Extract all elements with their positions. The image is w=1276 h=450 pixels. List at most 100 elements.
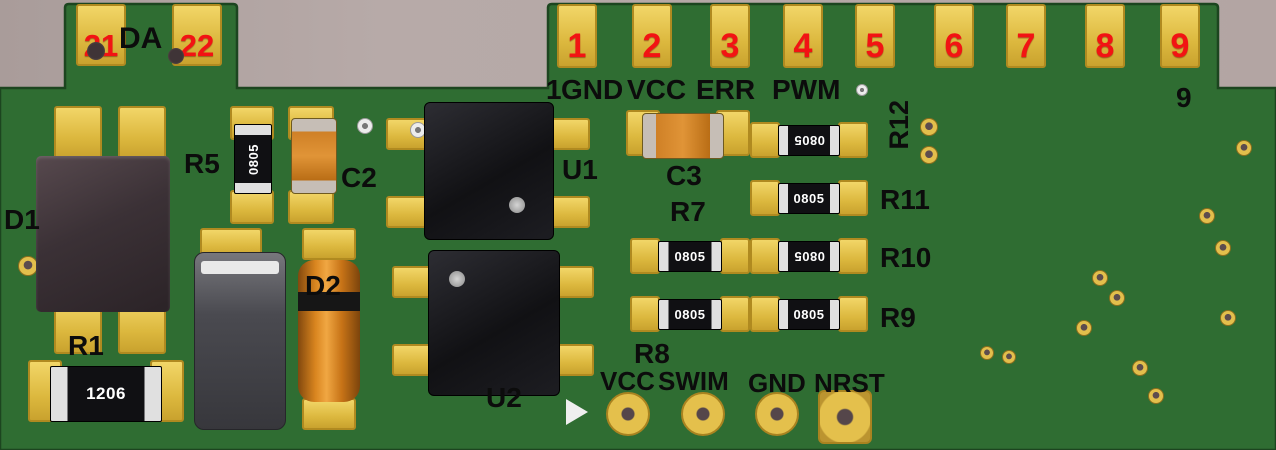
pad-number-4: 4 bbox=[793, 27, 813, 65]
via bbox=[980, 346, 994, 360]
smd-pad bbox=[230, 190, 274, 224]
pad-number-5: 5 bbox=[865, 27, 885, 65]
component-r11-body: 0805 bbox=[778, 183, 840, 214]
edge-pad-2: 2 bbox=[632, 4, 672, 68]
through-hole-pad-nrst bbox=[818, 390, 872, 444]
smd-pad bbox=[720, 296, 750, 332]
component-r1-body: 1206 bbox=[50, 366, 162, 422]
edge-pad-9: 9 bbox=[1160, 4, 1200, 68]
ref-r10: R10 bbox=[880, 242, 932, 273]
ref-r5: R5 bbox=[184, 148, 220, 179]
header-label-nrst: NRST bbox=[814, 368, 885, 398]
smd-pad bbox=[750, 180, 780, 216]
silkscreen-pin9: 9 bbox=[1176, 82, 1192, 113]
silkscreen-vcc: VCC bbox=[627, 74, 687, 105]
r9-marking: 0805 bbox=[793, 307, 825, 322]
pad-number-22: 22 bbox=[179, 28, 215, 63]
smd-pad bbox=[386, 196, 428, 228]
smd-pad bbox=[630, 238, 660, 274]
ref-c3: C3 bbox=[666, 160, 702, 191]
silkscreen-pin1: 1 bbox=[546, 74, 562, 105]
r7-marking: 0805 bbox=[674, 249, 706, 264]
ref-u2: U2 bbox=[486, 382, 522, 413]
via bbox=[856, 84, 868, 96]
edge-pad-5: 5 bbox=[855, 4, 895, 68]
via bbox=[1215, 240, 1231, 256]
header-label-vcc: VCC bbox=[600, 366, 655, 396]
component-u2-body bbox=[428, 250, 560, 396]
drill-hole bbox=[168, 48, 184, 64]
via bbox=[1076, 320, 1092, 336]
component-r10-body: 0805 bbox=[778, 241, 840, 272]
edge-pad-8: 8 bbox=[1085, 4, 1125, 68]
r10-marking: 0805 bbox=[793, 249, 825, 264]
pad-number-3: 3 bbox=[720, 27, 740, 65]
smd-pad bbox=[550, 196, 590, 228]
through-hole-pad-swim bbox=[681, 392, 725, 436]
silkscreen-err: ERR bbox=[696, 74, 756, 105]
pad-number-6: 6 bbox=[944, 27, 964, 65]
cathode-band bbox=[298, 292, 360, 311]
silkscreen-label-da: DA bbox=[119, 22, 163, 55]
r5-marking: 0805 bbox=[245, 143, 261, 175]
via bbox=[920, 118, 938, 136]
via bbox=[1199, 208, 1215, 224]
smd-pad bbox=[550, 118, 590, 150]
r8-marking: 0805 bbox=[674, 307, 706, 322]
via bbox=[1092, 270, 1108, 286]
via bbox=[1002, 350, 1016, 364]
smd-pad bbox=[118, 106, 166, 160]
through-hole-pad-vcc bbox=[606, 392, 650, 436]
drill-hole bbox=[87, 42, 105, 60]
component-r7-body: 0805 bbox=[658, 241, 722, 272]
silkscreen-gnd: GND bbox=[561, 74, 624, 105]
smd-pad bbox=[554, 344, 594, 376]
smd-pad bbox=[630, 296, 660, 332]
smd-pad bbox=[750, 238, 780, 274]
through-hole-pad-gnd bbox=[755, 392, 799, 436]
via bbox=[1148, 388, 1164, 404]
smd-pad bbox=[288, 190, 334, 224]
component-r8-body: 0805 bbox=[658, 299, 722, 330]
smd-pad bbox=[750, 296, 780, 332]
edge-pad-3: 3 bbox=[710, 4, 750, 68]
edge-pad-1: 1 bbox=[557, 4, 597, 68]
via bbox=[18, 256, 38, 276]
component-r9-body: 0805 bbox=[778, 299, 840, 330]
ref-r12: R12 bbox=[884, 100, 914, 150]
smd-pad bbox=[392, 344, 432, 376]
smd-pad bbox=[554, 266, 594, 298]
ref-r11: R11 bbox=[880, 184, 930, 215]
ref-c2: C2 bbox=[341, 162, 377, 193]
r1-marking: 1206 bbox=[86, 384, 126, 403]
pad-number-2: 2 bbox=[642, 27, 662, 65]
pad-number-8: 8 bbox=[1095, 27, 1115, 65]
silkscreen-pwm: PWM bbox=[772, 74, 841, 105]
smd-pad bbox=[720, 238, 750, 274]
via bbox=[357, 118, 373, 134]
component-d1-body bbox=[36, 156, 170, 312]
smd-pad bbox=[302, 398, 356, 430]
smd-pad bbox=[54, 106, 102, 160]
via bbox=[1109, 290, 1125, 306]
pin1-dot bbox=[449, 271, 465, 287]
ref-d2: D2 bbox=[305, 270, 341, 301]
pin1-dot bbox=[509, 197, 525, 213]
ref-r9: R9 bbox=[880, 302, 916, 333]
smd-pad bbox=[392, 266, 432, 298]
component-d2-body bbox=[298, 260, 360, 402]
polarity-stripe bbox=[201, 261, 279, 274]
edge-pad-4: 4 bbox=[783, 4, 823, 68]
component-c3-body bbox=[642, 113, 724, 159]
pad-number-7: 7 bbox=[1016, 27, 1036, 65]
ref-r1: R1 bbox=[68, 330, 104, 361]
r12-marking: 0805 bbox=[793, 133, 825, 148]
smd-pad bbox=[838, 238, 868, 274]
header-label-gnd: GND bbox=[748, 368, 806, 398]
ref-d1: D1 bbox=[4, 204, 40, 235]
component-r12-body: 0805 bbox=[778, 125, 840, 156]
smd-pad bbox=[302, 228, 356, 260]
component-capacitor-body bbox=[194, 252, 286, 430]
header-label-swim: SWIM bbox=[658, 366, 729, 396]
